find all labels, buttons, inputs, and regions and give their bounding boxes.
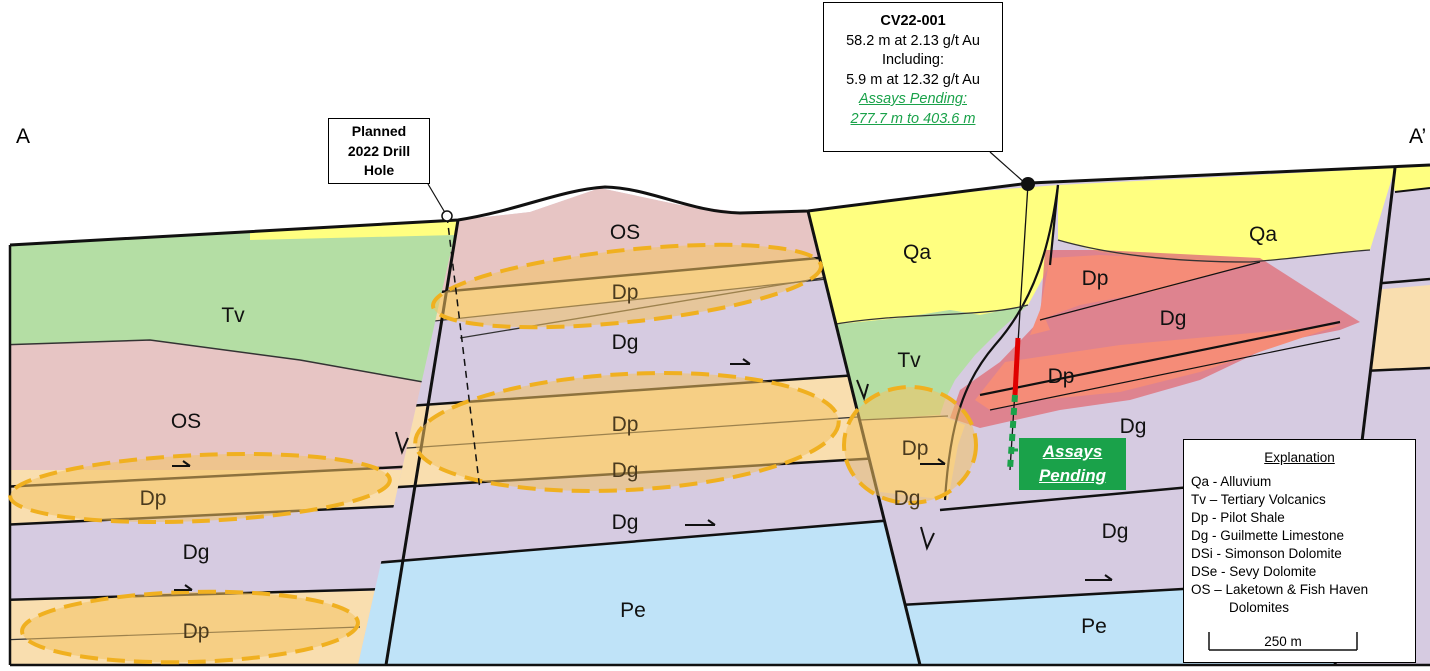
drill-hole-callout: CV22-001 58.2 m at 2.13 g/t Au Including… (823, 2, 1003, 152)
unit-label-qa: Qa (1249, 223, 1277, 246)
target-ellipse-left-2 (20, 589, 360, 665)
scale-bar: 250 m (1208, 630, 1358, 652)
drill-result-line: 58.2 m at 2.13 g/t Au (846, 32, 980, 49)
assays-pending-label: Assays Pending: (858, 91, 967, 107)
unit-label-dp: Dp (612, 281, 639, 304)
planned-hole-callout: Planned 2022 Drill Hole (328, 118, 430, 184)
unit-label-dp: Dp (140, 487, 167, 510)
legend-item: Dg - Guilmette Limestone (1191, 528, 1345, 543)
legend-item: DSi - Simonson Dolomite (1191, 546, 1342, 561)
unit-label-tv: Tv (897, 349, 921, 372)
drill-hole-id: CV22-001 (880, 13, 946, 29)
unit-label-dp: Dp (612, 413, 639, 436)
target-zones (8, 242, 978, 665)
unit-label-dg: Dg (1120, 415, 1147, 438)
assays-pending-badge-line: Assays (1042, 442, 1103, 461)
legend: Explanation Qa - Alluvium Tv – Tertiary … (1183, 439, 1416, 663)
unit-label-dg: Dg (1160, 307, 1187, 330)
assays-pending-badge-line: Pending (1038, 466, 1107, 485)
unit-dp-target-upper (1030, 255, 1255, 335)
unit-label-dp: Dp (183, 620, 210, 643)
legend-item: DSe - Sevy Dolomite (1191, 564, 1317, 579)
legend-item: Qa - Alluvium (1191, 474, 1272, 489)
drill-result-line: 5.9 m at 12.32 g/t Au (846, 71, 980, 88)
unit-label-dg: Dg (612, 511, 639, 534)
unit-label-pe: Pe (620, 599, 646, 622)
topography-line (9, 163, 1430, 247)
unit-label-tv: Tv (221, 304, 245, 327)
target-ellipse-mid-2 (413, 371, 841, 493)
planned-drill-trace (446, 215, 481, 491)
unit-tv-center (830, 305, 1028, 420)
scale-bar-graphic (1208, 632, 1358, 651)
legend-item: OS – Laketown & Fish Haven (1191, 582, 1369, 597)
unit-label-qa: Qa (903, 241, 931, 264)
unit-qa-right (1058, 168, 1395, 262)
unit-dp-target-lower (975, 325, 1340, 410)
target-ellipse-mid-1 (431, 242, 823, 330)
legend-item: Dp - Pilot Shale (1191, 510, 1285, 525)
unit-label-dg: Dg (894, 487, 921, 510)
assay-interval-red (1012, 337, 1021, 396)
unit-tv-left (10, 220, 458, 385)
target-ellipse-center (842, 385, 978, 505)
unit-label-dp: Dp (1048, 365, 1075, 388)
unit-label-os: OS (171, 410, 201, 433)
section-label-left: A (16, 125, 30, 148)
section-label-right: A’ (1409, 125, 1426, 148)
unit-label-dp: Dp (902, 437, 929, 460)
unit-label-os: OS (610, 221, 640, 244)
unit-label-dg: Dg (612, 331, 639, 354)
legend-item: Tv – Tertiary Volcanics (1191, 492, 1326, 507)
drill-result-line: Including: (881, 52, 945, 68)
legend-title: Explanation (1264, 450, 1335, 465)
unit-label-dp: Dp (1082, 267, 1109, 290)
thrust-arrow-icon (172, 358, 1113, 591)
planned-hole-line: Planned (351, 123, 407, 139)
unit-label-dg: Dg (612, 459, 639, 482)
unit-label-dg: Dg (1102, 520, 1129, 543)
assays-pending-interval: 277.7 m to 403.6 m (850, 110, 976, 127)
target-ellipse-left-1 (8, 452, 392, 524)
collar-marker-icon (1021, 177, 1035, 191)
unit-dg-left (10, 505, 400, 600)
unit-qa-left (250, 220, 458, 240)
unit-os-left (10, 340, 458, 470)
planned-hole-line: 2022 Drill (347, 142, 411, 159)
legend-item-continued: Dolomites (1229, 600, 1290, 615)
planned-hole-line: Hole (363, 162, 395, 178)
unit-label-dg: Dg (183, 541, 210, 564)
unit-label-pe: Pe (1081, 615, 1107, 638)
planned-collar-icon (441, 210, 453, 222)
unit-pe-mid (358, 517, 920, 665)
assays-pending-badge: Assays Pending (1019, 438, 1126, 490)
unit-qa-center (808, 185, 1058, 325)
scale-bar-label: 250 m (1264, 634, 1302, 649)
